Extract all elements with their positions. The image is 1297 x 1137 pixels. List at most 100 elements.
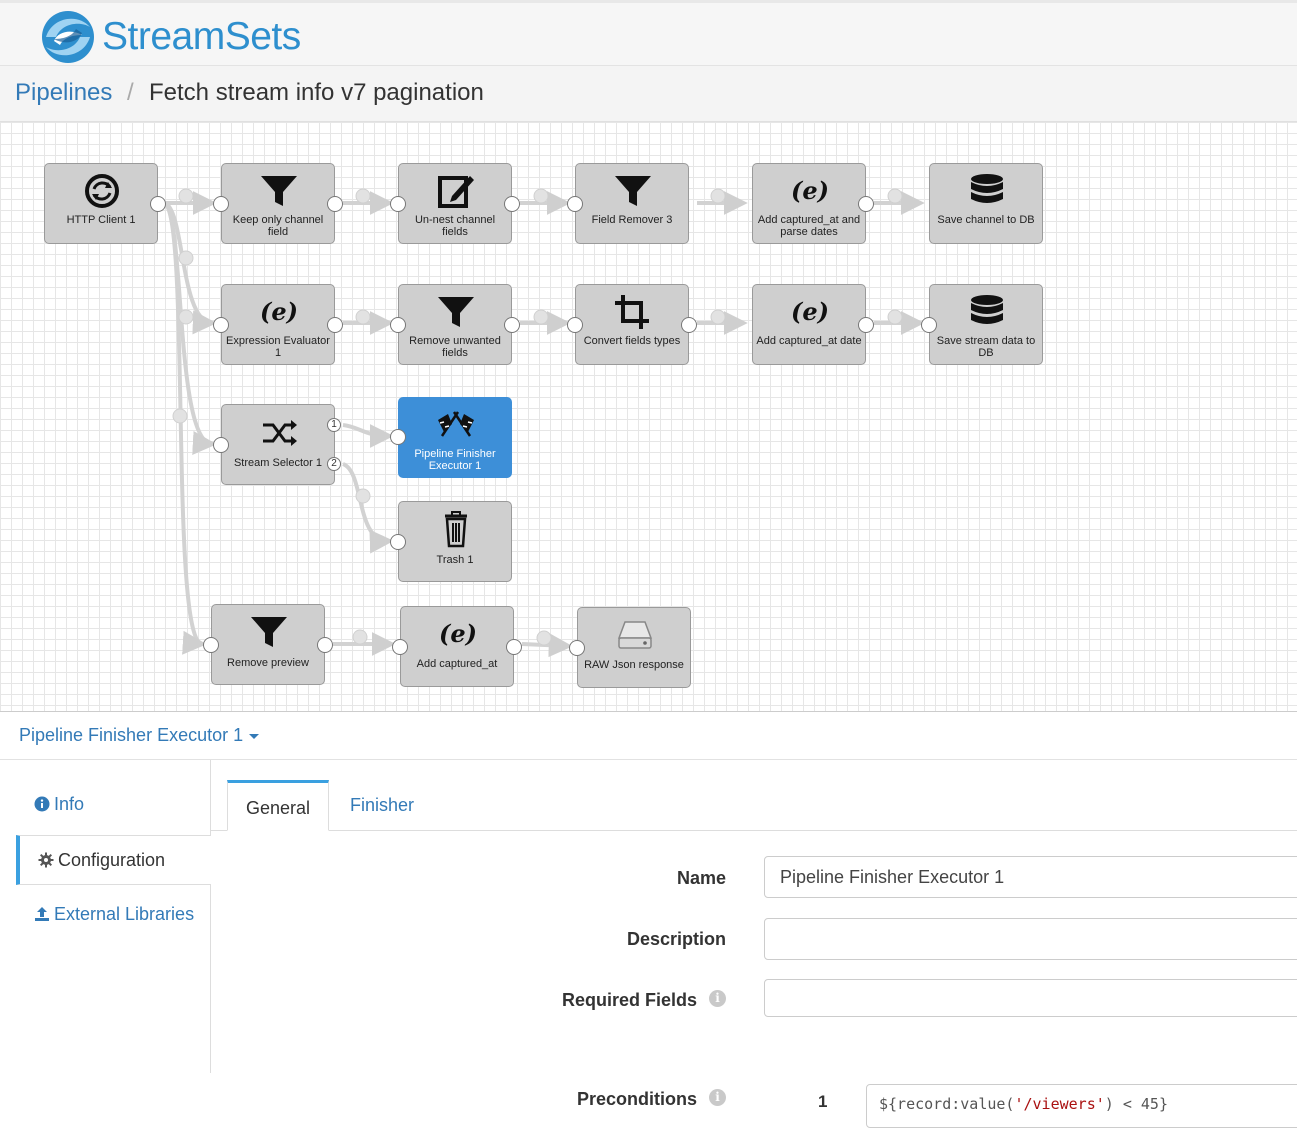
stage-add-captured-date[interactable]: (e) Add captured_at date [752,284,874,365]
output-port[interactable] [504,317,520,333]
stage-add-captured-parse[interactable]: (e) Add captured_at and parse dates [752,163,874,244]
precondition-line-number: 1 [818,1092,828,1111]
stage-keep-channel[interactable]: Keep only channel field [213,163,343,244]
expression-icon: (e) [791,297,829,326]
input-port[interactable] [213,196,229,212]
svg-text:(e): (e) [439,619,477,648]
stage-convert-field-types[interactable]: Convert fields types [567,284,697,365]
stage-save-stream-db[interactable]: Save stream data to DB [921,284,1043,365]
precondition-prefix: ${record:value( [879,1095,1015,1113]
expression-icon: (e) [791,176,829,205]
sync-icon [85,174,119,208]
side-tab-external-libraries[interactable]: External Libraries [16,890,211,940]
stage-raw-json-response[interactable]: RAW Json response [569,607,691,688]
stage-save-channel-db[interactable]: Save channel to DB [929,163,1043,244]
svg-text:(e): (e) [791,176,829,205]
stage-remove-unwanted[interactable]: Remove unwanted fields [390,284,520,365]
stage-stream-selector-1[interactable]: Stream Selector 1 1 2 [213,404,341,485]
filter-icon [251,617,287,647]
output-port[interactable] [327,196,343,212]
output-port[interactable] [327,317,343,333]
input-port[interactable] [213,317,229,333]
side-tab-configuration[interactable]: Configuration [16,835,211,885]
stage-selector-dropdown[interactable]: Pipeline Finisher Executor 1 [19,725,260,746]
precondition-string: '/viewers' [1014,1095,1105,1113]
stage-label: Convert fields types [583,335,681,347]
output-port-2[interactable]: 2 [327,457,341,471]
streamsets-logo-icon[interactable] [38,7,98,65]
stage-label: Un-nest channel fields [414,214,496,238]
input-port[interactable] [921,317,937,333]
breadcrumb-pipelines-link[interactable]: Pipelines [15,79,113,106]
tab-general[interactable]: General [227,780,329,831]
app-header: StreamSets [0,0,1297,66]
output-port[interactable] [506,639,522,655]
name-label: Name [676,868,726,888]
harddrive-icon [617,621,653,649]
description-input[interactable] [764,918,1297,960]
info-icon[interactable]: i [709,990,726,1007]
caret-down-icon [249,733,260,739]
stage-expression-evaluator-1[interactable]: (e) Expression Evaluator 1 [213,284,343,365]
expression-icon: (e) [439,619,477,648]
input-port[interactable] [392,639,408,655]
detail-side-tabs: Info Configuration External Libraries [0,760,211,1073]
name-input[interactable]: Pipeline Finisher Executor 1 [764,856,1297,898]
required-fields-input[interactable] [764,979,1297,1017]
input-port[interactable] [569,640,585,656]
input-port[interactable] [390,317,406,333]
stage-label: Add captured_at date [756,335,862,347]
output-port[interactable] [858,317,874,333]
stage-label: RAW Json response [584,659,684,671]
stage-pipeline-finisher[interactable]: Pipeline Finisher Executor 1 [390,397,512,478]
output-port[interactable] [504,196,520,212]
required-fields-label: Required Fields [561,990,697,1010]
output-port[interactable] [317,637,333,653]
upload-icon [35,907,49,921]
stage-remove-preview[interactable]: Remove preview [203,604,333,685]
input-port[interactable] [567,317,583,333]
input-port[interactable] [390,429,406,445]
pipeline-title: Fetch stream info v7 pagination [149,79,484,106]
crop-icon [615,295,649,329]
side-tab-label: Configuration [58,850,166,870]
pipeline-canvas[interactable]: HTTP Client 1 Keep only channel field Un… [0,122,1297,712]
filter-icon [615,176,651,206]
edit-icon [438,176,474,208]
side-tab-label: Info [54,794,85,814]
stage-label: Remove preview [227,657,309,669]
input-port[interactable] [567,196,583,212]
expression-icon: (e) [260,297,298,326]
description-label: Description [626,929,726,949]
info-icon[interactable]: i [709,1089,726,1106]
stage-unnest-channel[interactable]: Un-nest channel fields [390,163,520,244]
breadcrumb-separator: / [127,79,134,106]
input-port[interactable] [203,637,219,653]
side-tab-info[interactable]: Info [16,780,211,830]
stage-label: Save channel to DB [937,214,1035,226]
output-port[interactable] [858,196,874,212]
precondition-suffix: ) < 45} [1104,1095,1168,1113]
stage-label: Stream Selector 1 [233,457,323,469]
tab-finisher[interactable]: Finisher [349,795,415,815]
config-tabs: General Finisher [211,780,1297,831]
database-icon [971,174,1003,203]
stage-field-remover-3[interactable]: Field Remover 3 [567,163,689,244]
precondition-editor[interactable]: ${record:value('/viewers') < 45} [866,1084,1297,1128]
output-port[interactable] [150,196,166,212]
stage-add-captured-at[interactable]: (e) Add captured_at [392,606,522,687]
trash-icon [445,511,467,548]
stage-label: Field Remover 3 [591,214,673,226]
stage-trash-1[interactable]: Trash 1 [390,501,512,582]
stage-http-client[interactable]: HTTP Client 1 [44,163,166,244]
input-port[interactable] [390,196,406,212]
brand-name[interactable]: StreamSets [102,15,301,58]
output-port-1[interactable]: 1 [327,418,341,432]
svg-text:(e): (e) [260,297,298,326]
input-port[interactable] [213,437,229,453]
filter-icon [438,297,474,327]
output-port[interactable] [681,317,697,333]
input-port[interactable] [390,534,406,550]
svg-text:(e): (e) [791,297,829,326]
breadcrumb: Pipelines / Fetch stream info v7 paginat… [0,66,1297,122]
